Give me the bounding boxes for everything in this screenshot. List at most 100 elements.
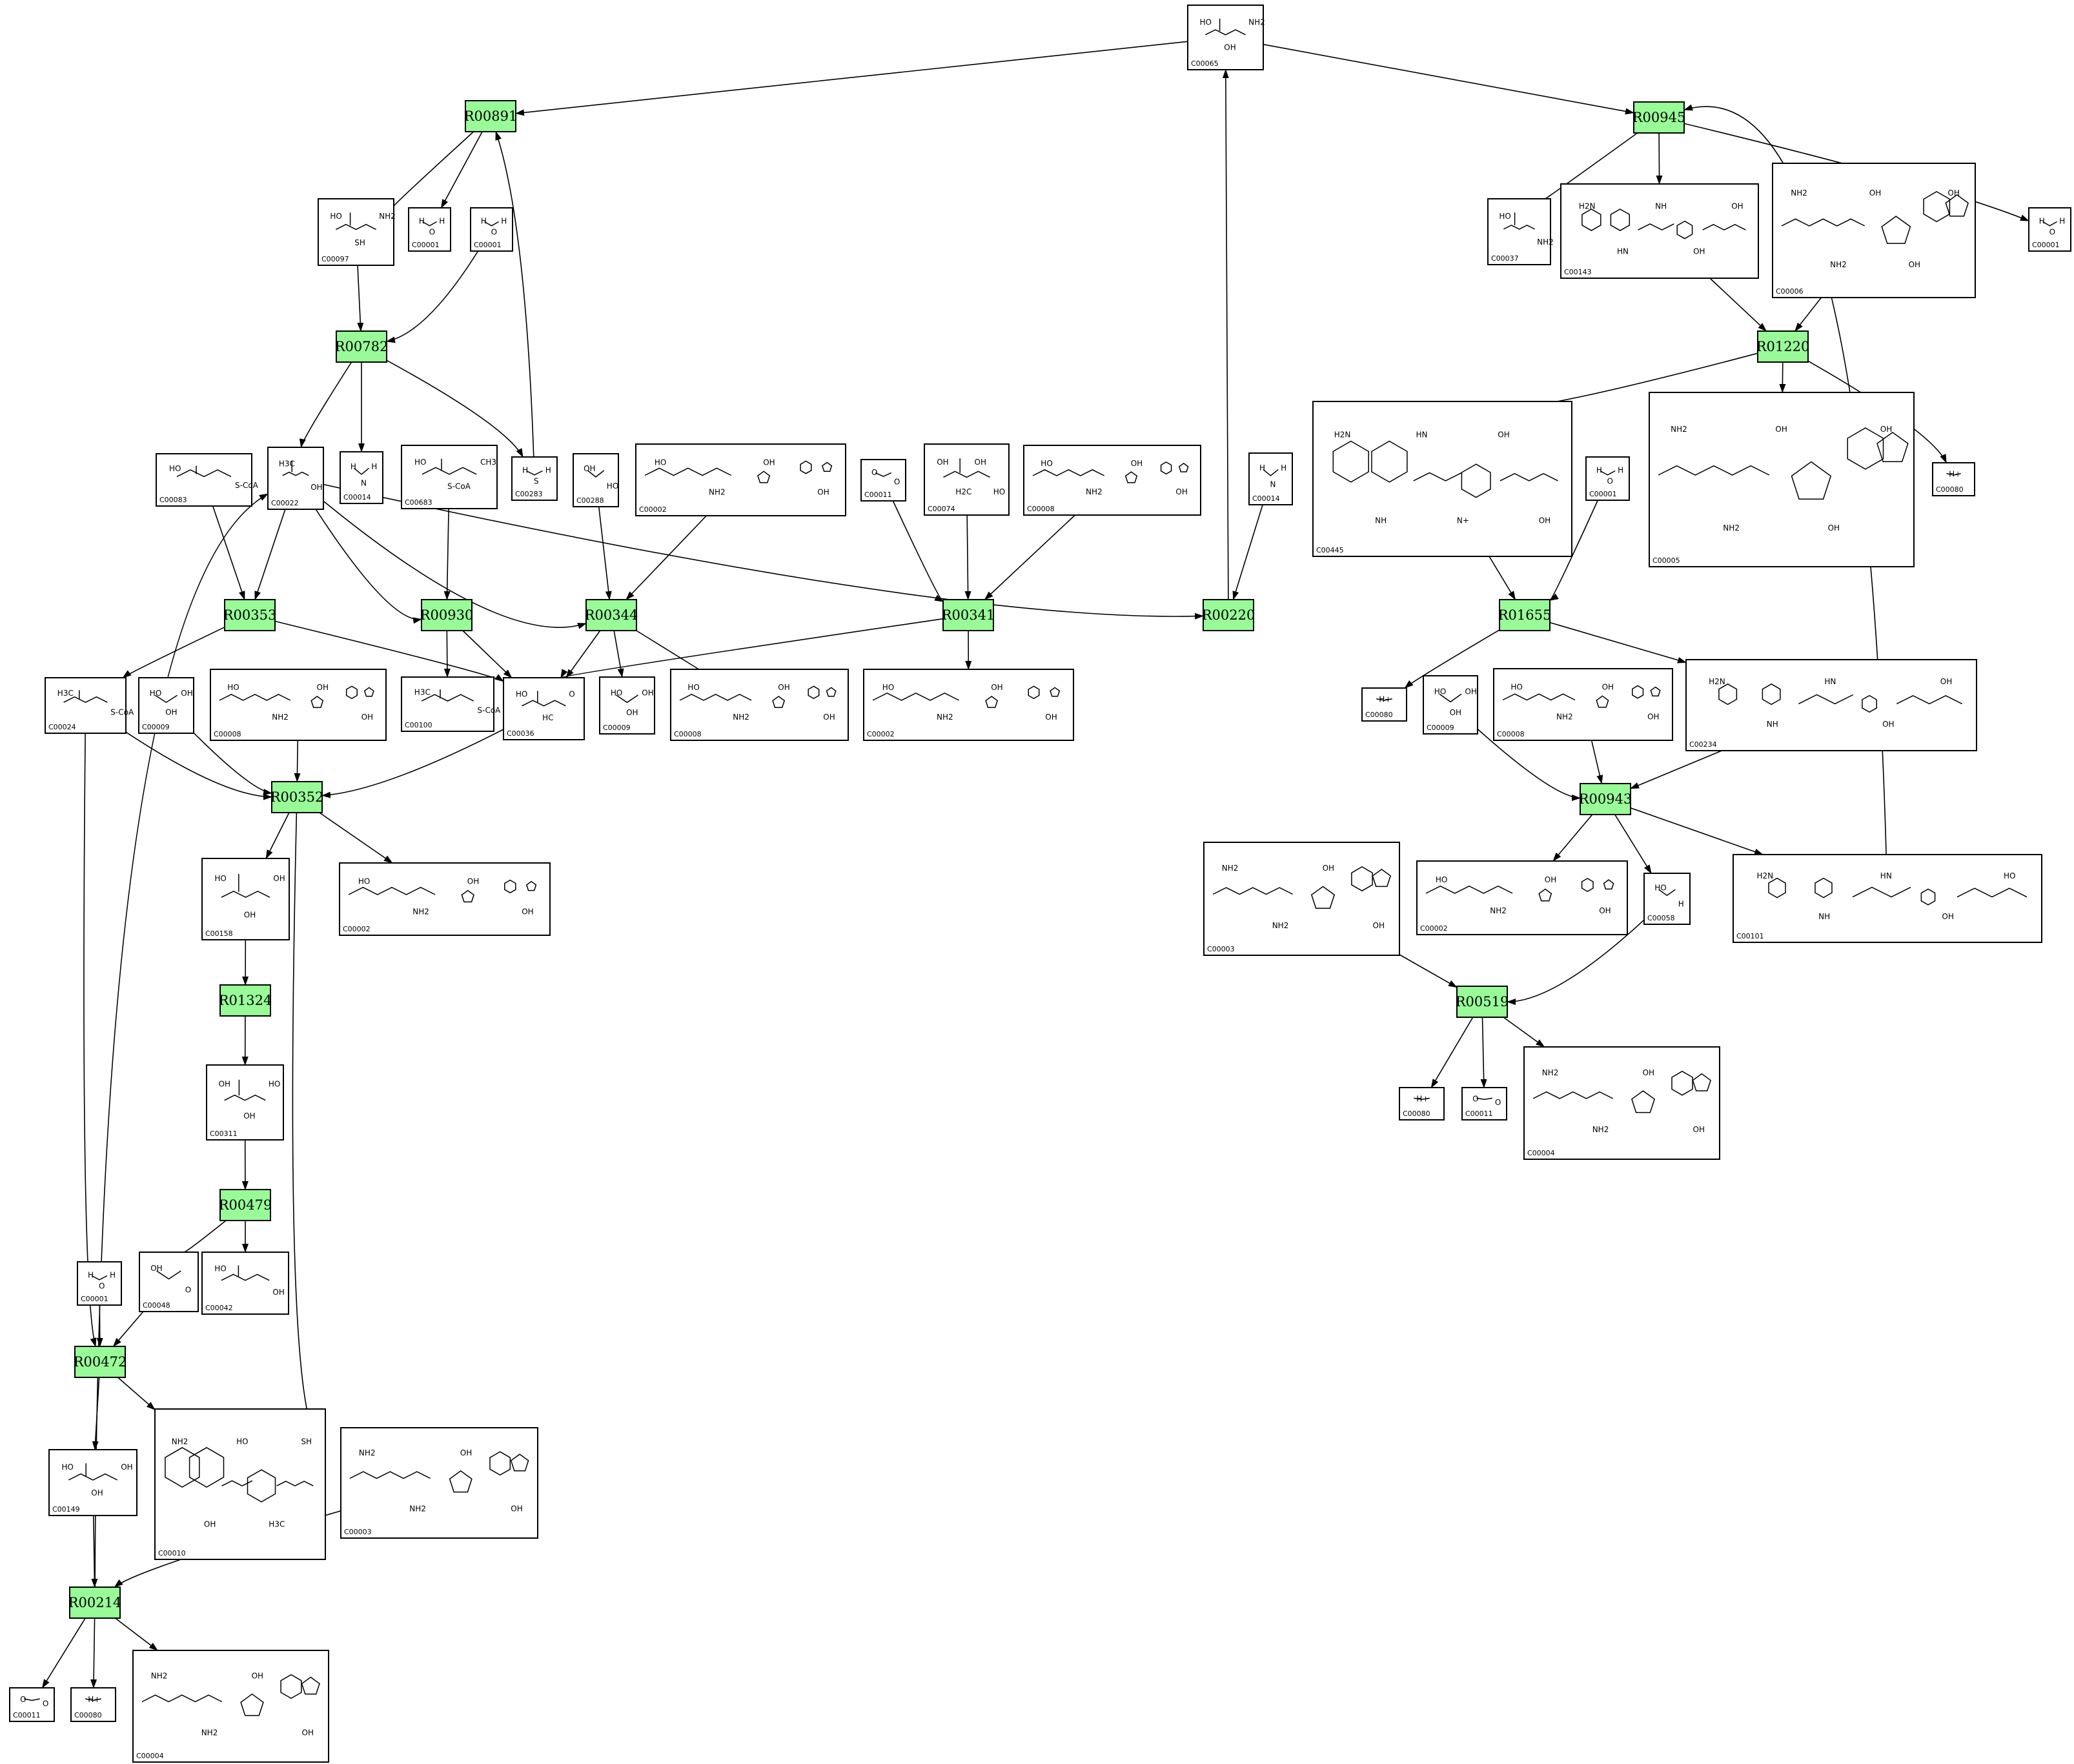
atom-label: H bbox=[1618, 466, 1623, 475]
reaction-R01220[interactable]: R01220 bbox=[1756, 330, 1810, 363]
compound-C00080[interactable]: H+C00080 bbox=[1361, 687, 1407, 722]
compound-id: C00037 bbox=[1491, 254, 1519, 263]
structure-drawing bbox=[1263, 469, 1279, 476]
compound-id: C00080 bbox=[74, 1711, 102, 1719]
reaction-R00214[interactable]: R00214 bbox=[68, 1587, 122, 1619]
reaction-R00943[interactable]: R00943 bbox=[1579, 783, 1632, 815]
reaction-R00353[interactable]: R00353 bbox=[223, 599, 277, 631]
structure-drawing bbox=[165, 1446, 314, 1503]
compound-id: C00101 bbox=[1736, 932, 1764, 940]
compound-id: C00002 bbox=[1420, 924, 1448, 933]
reaction-label: R01655 bbox=[1498, 607, 1552, 623]
atom-label: NH2 bbox=[1222, 864, 1239, 873]
compound-C00080[interactable]: H+C00080 bbox=[1399, 1087, 1445, 1120]
atom-label: NH bbox=[1767, 720, 1778, 729]
atom-label: O bbox=[491, 227, 497, 236]
reaction-R00352[interactable]: R00352 bbox=[270, 781, 324, 813]
atom-label: HC bbox=[542, 713, 553, 722]
structure-drawing bbox=[1532, 1070, 1711, 1113]
reaction-R00220[interactable]: R00220 bbox=[1202, 599, 1256, 631]
atom-label: OH bbox=[181, 689, 192, 698]
reaction-R00479[interactable]: R00479 bbox=[219, 1189, 272, 1221]
edge-R00214-to-c_C00004b bbox=[115, 1617, 158, 1651]
reaction-R00891[interactable]: R00891 bbox=[464, 100, 518, 132]
edge-R00930-to-c_C00036 bbox=[462, 630, 513, 678]
atom-label: SH bbox=[301, 1437, 312, 1446]
compound-C00080[interactable]: H+C00080 bbox=[1932, 462, 1975, 496]
atom-label: HO bbox=[1041, 459, 1052, 468]
atom-label: HO bbox=[227, 683, 239, 692]
atom-label: NH2 bbox=[172, 1437, 188, 1446]
structure-drawing bbox=[354, 467, 369, 475]
reaction-R00472[interactable]: R00472 bbox=[74, 1346, 127, 1378]
reaction-R00344[interactable]: R00344 bbox=[585, 599, 638, 631]
reaction-R00930[interactable]: R00930 bbox=[420, 599, 474, 631]
reaction-R01324[interactable]: R01324 bbox=[219, 984, 272, 1017]
atom-label: HN bbox=[1617, 247, 1629, 256]
reaction-R00341[interactable]: R00341 bbox=[942, 599, 995, 631]
reaction-R00945[interactable]: R00945 bbox=[1632, 101, 1686, 134]
atom-label: OH bbox=[1775, 425, 1787, 434]
compound-C00080[interactable]: H+C00080 bbox=[70, 1687, 116, 1722]
reaction-R00782[interactable]: R00782 bbox=[335, 330, 389, 363]
atom-label: H3C bbox=[57, 689, 74, 698]
reaction-R00519[interactable]: R00519 bbox=[1456, 986, 1509, 1018]
atom-label: HO bbox=[611, 688, 622, 697]
atom-label: OH bbox=[937, 458, 948, 467]
atom-label: OH bbox=[1731, 202, 1743, 211]
edge-c_C00074-to-R00341 bbox=[964, 514, 971, 600]
reaction-label: R00479 bbox=[219, 1197, 272, 1213]
reaction-R01655[interactable]: R01655 bbox=[1498, 599, 1552, 631]
